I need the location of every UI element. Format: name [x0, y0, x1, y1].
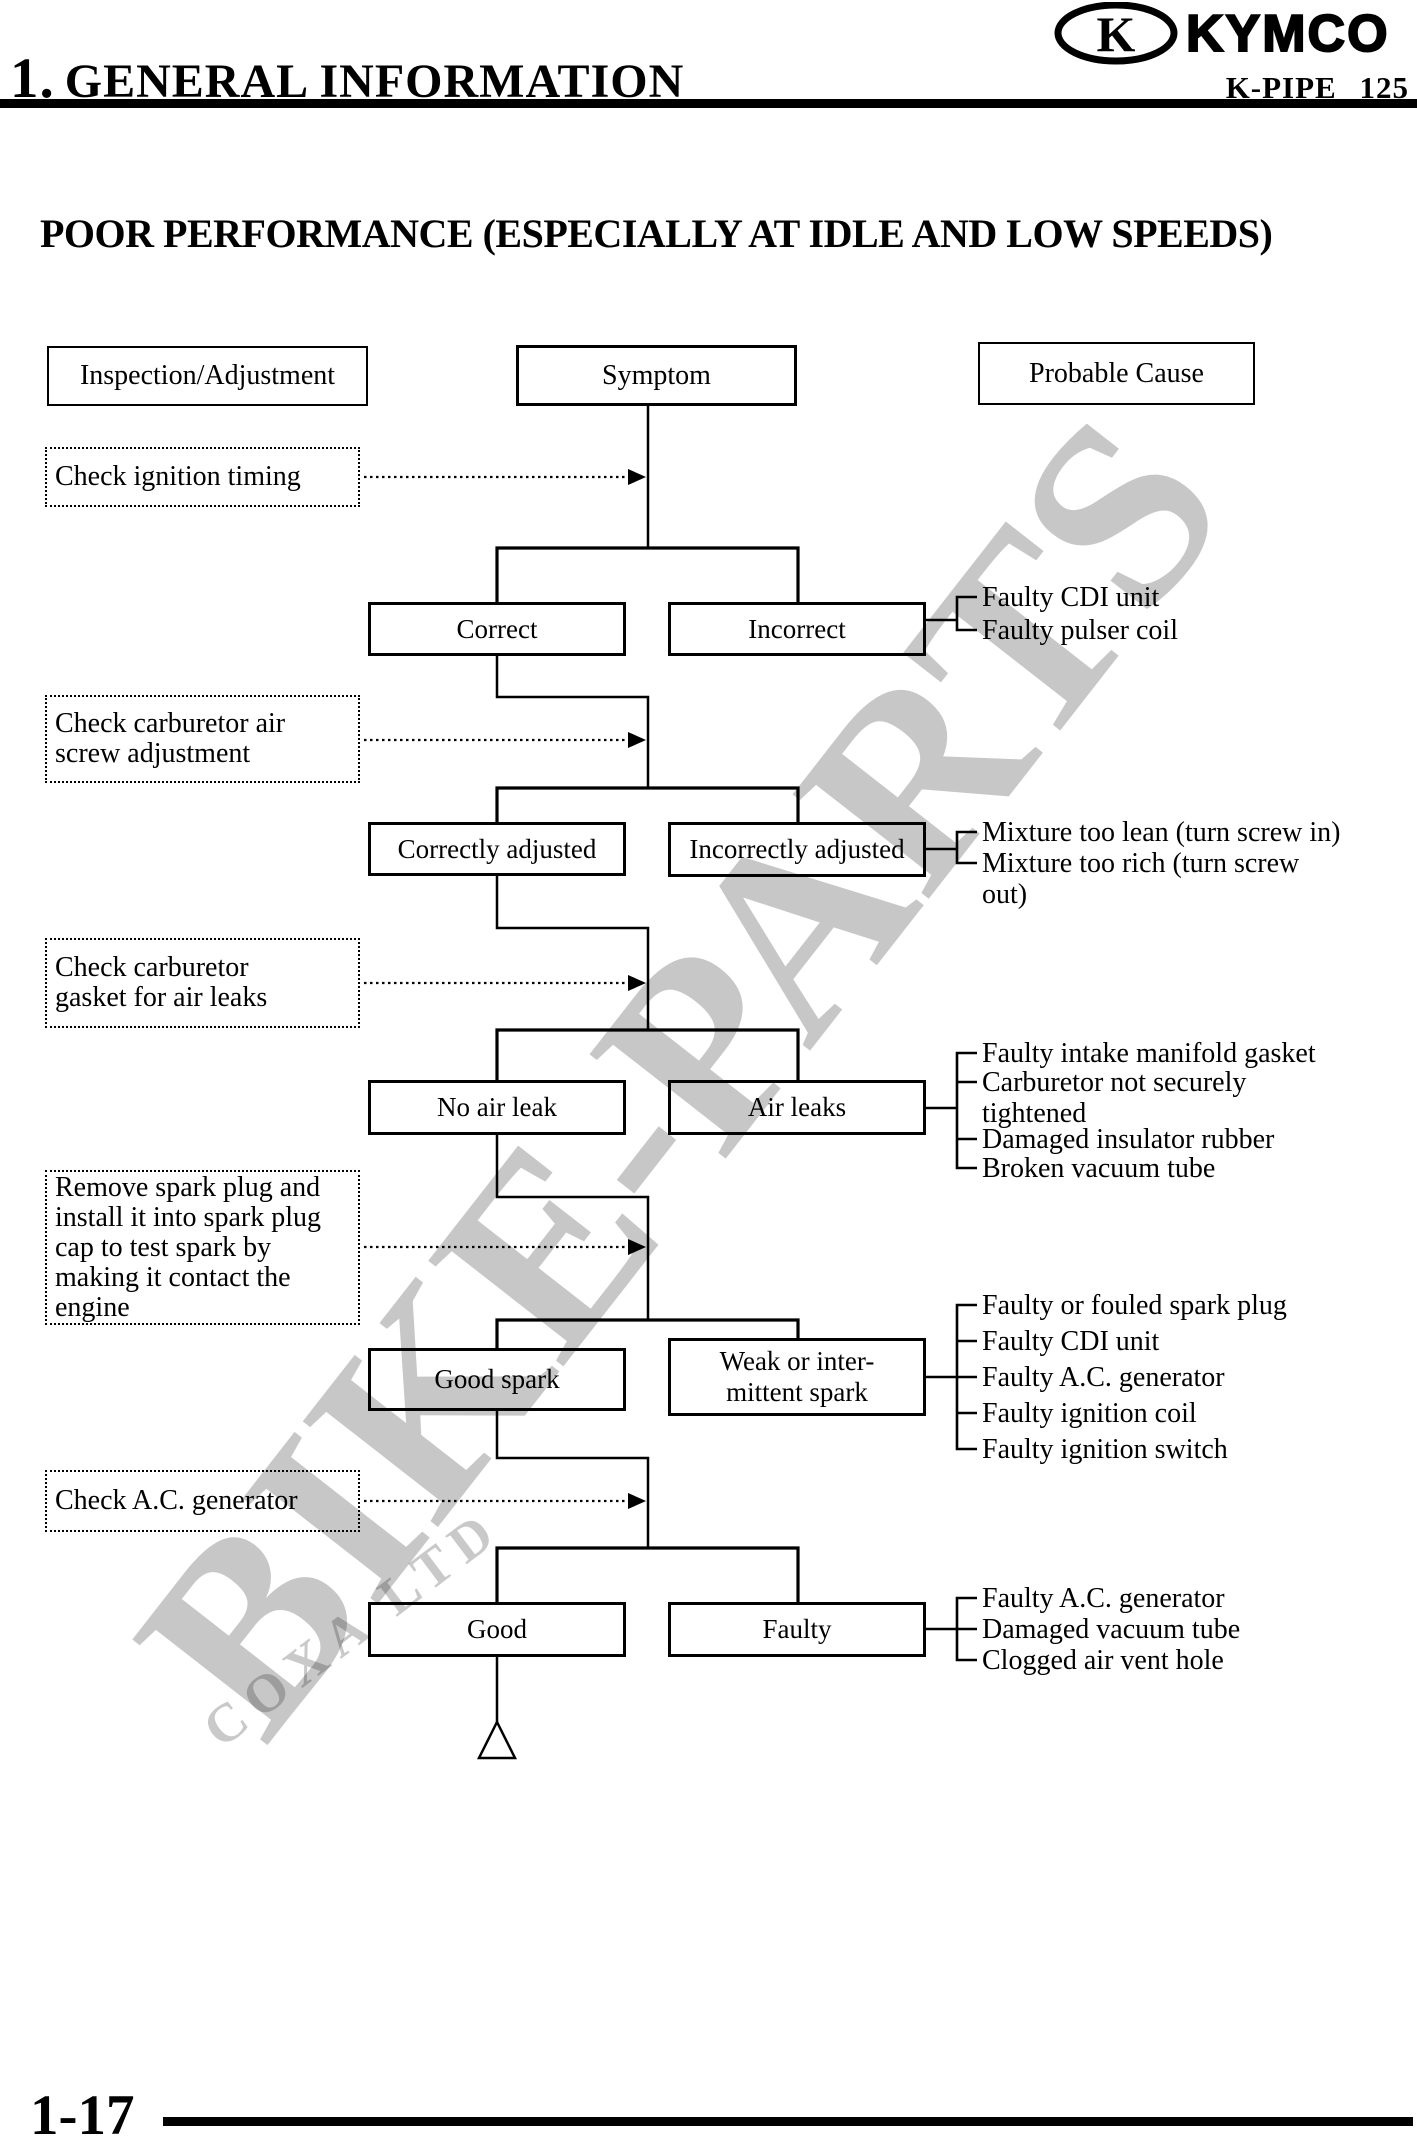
- bracket-causes-2: [926, 830, 977, 865]
- symptom-box-incorrectly-adjusted: Incorrectly adjusted: [668, 822, 926, 877]
- bracket-causes-1: [926, 595, 977, 632]
- symptom-box-air-leaks: Air leaks: [668, 1080, 926, 1135]
- header-rule: [0, 99, 1417, 108]
- cause-item: Faulty intake manifold gasket: [982, 1038, 1316, 1069]
- footer-rule: [163, 2117, 1413, 2126]
- symptom-box-no-air-leak: No air leak: [368, 1080, 626, 1135]
- check-box-test-spark: Remove spark plug and install it into sp…: [45, 1170, 360, 1325]
- check-box-ac-generator: Check A.C. generator: [45, 1470, 360, 1532]
- cause-item: Broken vacuum tube: [982, 1153, 1216, 1184]
- cause-item: Damaged vacuum tube: [982, 1614, 1241, 1645]
- cause-item: Faulty ignition coil: [982, 1398, 1197, 1429]
- symptom-box-incorrect: Incorrect: [668, 602, 926, 656]
- symptom-box-faulty: Faulty: [668, 1602, 926, 1657]
- column-header-probable-cause: Probable Cause: [978, 342, 1255, 405]
- cause-item: Faulty CDI unit: [982, 582, 1160, 613]
- cause-item: Faulty ignition switch: [982, 1434, 1228, 1465]
- cause-item: Faulty pulser coil: [982, 615, 1178, 646]
- connector-a-triangle: [476, 1719, 518, 1760]
- column-header-symptom: Symptom: [516, 345, 797, 406]
- symptom-box-correctly-adjusted: Correctly adjusted: [368, 822, 626, 876]
- arrow-check-ac-generator: [364, 1493, 646, 1509]
- symptom-box-good: Good: [368, 1602, 626, 1657]
- cause-item: Mixture too lean (turn screw in): [982, 817, 1341, 848]
- kymco-logo-icon: K: [1054, 2, 1178, 65]
- cause-item: Clogged air vent hole: [982, 1645, 1224, 1676]
- bracket-causes-5: [926, 1596, 977, 1662]
- arrow-check-carburetor-gasket: [364, 975, 646, 991]
- page-number: 1-17: [30, 2084, 135, 2145]
- cause-item: Faulty or fouled spark plug: [982, 1290, 1287, 1321]
- logo-k-glyph: K: [1097, 6, 1136, 62]
- check-box-ignition-timing: Check ignition timing: [45, 447, 360, 507]
- cause-item: Carburetor not securely tightened: [982, 1067, 1247, 1129]
- trunk-and-branch-lines: [495, 406, 800, 1724]
- page-title: POOR PERFORMANCE (ESPECIALLY AT IDLE AND…: [40, 211, 1273, 256]
- dotted-arrows: [364, 469, 646, 1509]
- check-box-carburetor-gasket: Check carburetor gasket for air leaks: [45, 938, 360, 1028]
- arrow-check-carburetor-air-screw: [364, 732, 646, 748]
- symptom-box-weak-spark: Weak or inter- mittent spark: [668, 1338, 926, 1416]
- arrow-test-spark: [364, 1239, 646, 1255]
- check-box-carburetor-air-screw: Check carburetor air screw adjustment: [45, 695, 360, 783]
- brand-wordmark: KYMCO: [1185, 4, 1390, 64]
- bracket-causes-4: [926, 1303, 977, 1451]
- symptom-box-correct: Correct: [368, 602, 626, 656]
- cause-item: Damaged insulator rubber: [982, 1124, 1275, 1155]
- bracket-causes-3: [926, 1051, 977, 1170]
- cause-item: Mixture too rich (turn screw out): [982, 848, 1300, 910]
- cause-item: Faulty A.C. generator: [982, 1362, 1225, 1393]
- cause-brackets: [926, 595, 977, 1662]
- symptom-box-good-spark: Good spark: [368, 1348, 626, 1411]
- arrow-check-ignition-timing: [364, 469, 646, 485]
- cause-item: Faulty A.C. generator: [982, 1583, 1225, 1614]
- cause-item: Faulty CDI unit: [982, 1326, 1160, 1357]
- column-header-inspection: Inspection/Adjustment: [47, 346, 368, 406]
